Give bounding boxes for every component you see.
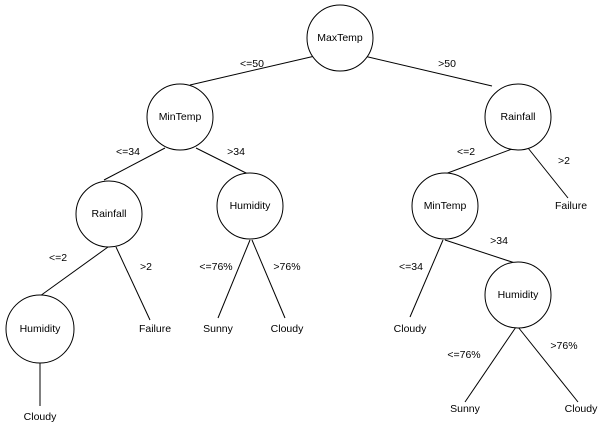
edge-label-humidity-mid-left: <=76% <box>199 261 232 273</box>
edge-min-temp-right-to-cloudy <box>409 239 444 318</box>
node-min-temp-right-label: MinTemp <box>424 200 467 212</box>
node-min-temp-right <box>411 172 479 240</box>
node-max-temp-label: MaxTemp <box>317 32 363 44</box>
leaf-cloudy-right-mid: Cloudy <box>394 323 427 335</box>
node-rainfall-left <box>75 180 143 248</box>
node-humidity-bottom-right <box>484 261 552 329</box>
edge-label-rainfall-left-right: >2 <box>140 261 152 273</box>
edge-min-temp-to-rainfall <box>103 147 166 181</box>
node-min-temp-left-label: MinTemp <box>159 111 202 123</box>
edge-rainfall-right-to-failure <box>527 147 569 199</box>
leaf-cloudy-mid: Cloudy <box>271 323 304 335</box>
node-min-temp-left <box>146 83 214 151</box>
edge-rainfall-left-to-failure <box>115 246 151 321</box>
edge-rainfall-left-to-humidity <box>39 246 109 297</box>
edge-root-to-rainfall <box>363 55 493 87</box>
edge-label-root-left: <=50 <box>240 58 264 70</box>
edges <box>39 55 579 406</box>
node-humidity-bottom-right-label: Humidity <box>498 289 540 301</box>
node-humidity-bottom-left <box>5 294 75 364</box>
edge-label-min-temp-right: >34 <box>227 146 245 158</box>
edge-label-rainfall-right-right: >2 <box>558 155 570 167</box>
node-max-temp <box>306 4 374 72</box>
edge-root-to-min-temp <box>189 55 316 86</box>
edge-label-humidity-mid-right: >76% <box>273 261 300 273</box>
node-humidity-mid <box>216 172 284 240</box>
edge-labels: <=50 >50 <=34 >34 <=2 >2 <=2 >2 <=76% >7… <box>49 58 578 361</box>
leaf-failure-right-top: Failure <box>555 200 587 212</box>
edge-label-root-right: >50 <box>438 58 456 70</box>
nodes: MaxTemp MinTemp Rainfall Rainfall Humidi… <box>5 4 552 364</box>
edge-humidity-mid-to-sunny <box>217 239 251 319</box>
edge-label-rainfall-right-left: <=2 <box>457 146 475 158</box>
node-humidity-mid-label: Humidity <box>230 200 272 212</box>
node-rainfall-right-label: Rainfall <box>500 111 535 123</box>
edge-label-min-temp-right-right: >34 <box>490 235 508 247</box>
node-rainfall-left-label: Rainfall <box>91 208 126 220</box>
leaf-cloudy-right: Cloudy <box>565 403 598 415</box>
edge-label-min-temp-left: <=34 <box>116 146 140 158</box>
leaf-sunny-right: Sunny <box>450 403 481 415</box>
node-humidity-bottom-left-label: Humidity <box>20 323 62 335</box>
edge-min-temp-to-humidity <box>195 147 251 176</box>
leaf-sunny-left: Sunny <box>203 323 234 335</box>
leaf-cloudy-bottom-left: Cloudy <box>24 411 57 423</box>
node-rainfall-right <box>484 83 552 151</box>
edge-label-humidity-bottom-right-right: >76% <box>550 340 577 352</box>
edge-rainfall-right-to-min-temp <box>444 148 513 175</box>
edge-humidity-bottom-right-to-sunny <box>464 326 517 403</box>
leaf-labels: Failure Failure Sunny Cloudy Cloudy Clou… <box>24 200 598 423</box>
edge-humidity-mid-to-cloudy <box>251 239 286 319</box>
edge-label-rainfall-left-left: <=2 <box>49 252 67 264</box>
edge-humidity-bottom-right-to-cloudy <box>517 326 579 403</box>
leaf-failure-left: Failure <box>139 323 171 335</box>
edge-min-temp-right-to-humidity <box>444 239 519 265</box>
edge-label-humidity-bottom-right-left: <=76% <box>447 349 480 361</box>
edge-label-min-temp-right-left: <=34 <box>399 261 423 273</box>
